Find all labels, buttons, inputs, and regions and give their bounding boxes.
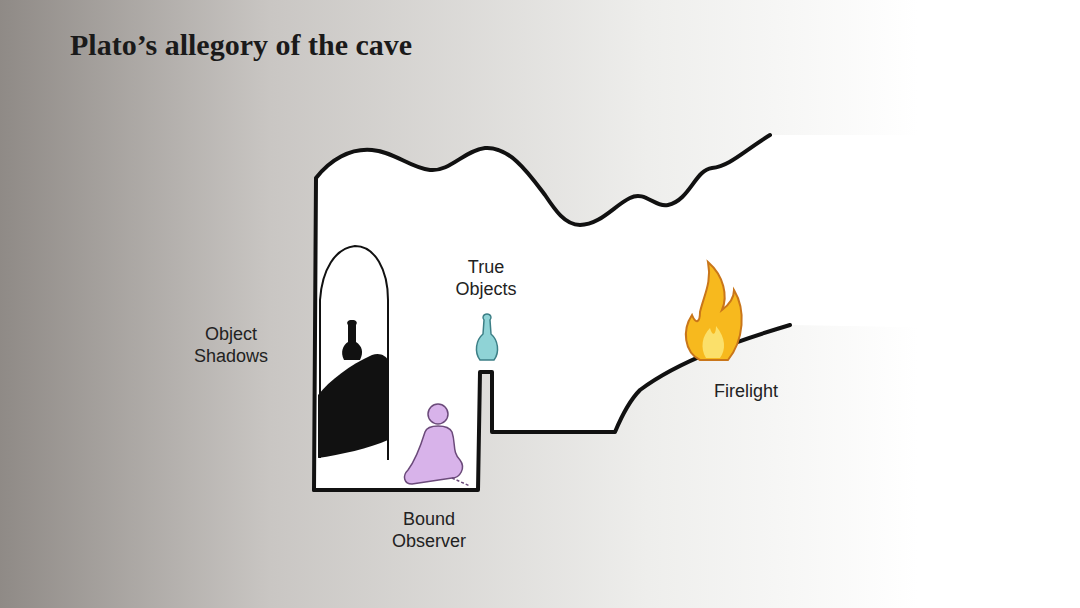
- object-shadow: [318, 354, 388, 458]
- fire-flame: [686, 262, 742, 360]
- diagram-title: Plato’s allegory of the cave: [70, 28, 412, 62]
- cave-floor: [314, 325, 790, 490]
- fire-inner: [703, 326, 725, 358]
- vase: [476, 314, 497, 360]
- shadow-label: Object Shadows: [176, 323, 286, 367]
- fire-label: Firelight: [696, 380, 796, 402]
- observer-head: [428, 404, 448, 424]
- observer-body: [405, 426, 463, 484]
- cave-outline: [314, 135, 770, 490]
- observer-label: Bound Observer: [384, 508, 474, 552]
- vase-shadow: [342, 320, 362, 360]
- object-label: True Objects: [446, 256, 526, 300]
- cave-interior: [314, 135, 1080, 490]
- observer-chain: [452, 478, 470, 486]
